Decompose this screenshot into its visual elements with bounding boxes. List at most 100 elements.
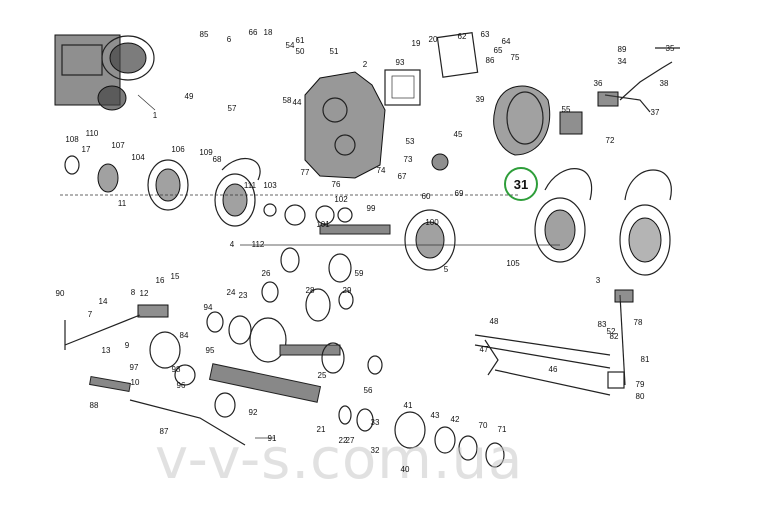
brake-assembly-right: [534, 168, 672, 276]
callout-88: 88: [90, 401, 99, 410]
callout-34: 34: [618, 57, 627, 66]
callout-20: 20: [429, 35, 438, 44]
brake-assembly-left: [64, 155, 306, 227]
callout-92: 92: [249, 408, 258, 417]
callout-36: 36: [594, 79, 603, 88]
callout-82: 82: [610, 332, 619, 341]
callout-32: 32: [371, 446, 380, 455]
callout-22: 22: [339, 436, 348, 445]
callout-3: 3: [596, 276, 601, 285]
callout-66: 66: [249, 28, 258, 37]
callout-35: 35: [666, 44, 675, 53]
countershaft-lower: [208, 342, 505, 468]
callout-18: 18: [264, 28, 273, 37]
callout-16: 16: [156, 276, 165, 285]
callout-106: 106: [171, 145, 185, 154]
callout-108: 108: [65, 135, 79, 144]
callout-54: 54: [286, 41, 295, 50]
callout-81: 81: [641, 355, 650, 364]
callout-71: 71: [498, 425, 507, 434]
callout-50: 50: [296, 47, 305, 56]
callout-47: 47: [480, 345, 489, 354]
callout-42: 42: [451, 415, 460, 424]
center-shaft-and-ring-gear: [60, 153, 560, 271]
callout-48: 48: [490, 317, 499, 326]
callout-55: 55: [562, 105, 571, 114]
callout-27: 27: [346, 436, 355, 445]
callout-70: 70: [479, 421, 488, 430]
callout-96: 96: [177, 381, 186, 390]
callout-67: 67: [398, 172, 407, 181]
callout-28: 28: [306, 286, 315, 295]
callout-84: 84: [180, 331, 189, 340]
callout-51: 51: [330, 47, 339, 56]
callout-101: 101: [316, 220, 330, 229]
callout-107: 107: [111, 141, 125, 150]
callout-37: 37: [651, 108, 660, 117]
callout-9: 9: [125, 341, 130, 350]
callout-11: 11: [118, 199, 127, 208]
highlight-circle: [504, 167, 538, 201]
cover-plate-right: [436, 32, 583, 156]
callout-10: 10: [131, 378, 140, 387]
callout-111: 111: [244, 181, 257, 190]
callout-46: 46: [549, 365, 558, 374]
highlight-marker: 31: [504, 167, 538, 201]
callout-45: 45: [454, 130, 463, 139]
callout-77: 77: [301, 168, 310, 177]
callout-61: 61: [296, 36, 305, 45]
callout-41: 41: [404, 401, 413, 410]
callout-38: 38: [660, 79, 669, 88]
callout-7: 7: [88, 310, 93, 319]
callout-4: 4: [230, 240, 235, 249]
callout-109: 109: [199, 148, 213, 157]
callout-110: 110: [86, 129, 99, 138]
callout-93: 93: [396, 58, 405, 67]
callout-12: 12: [140, 289, 149, 298]
callout-104: 104: [131, 153, 145, 162]
callout-89: 89: [618, 45, 627, 54]
callout-112: 112: [252, 240, 265, 249]
callout-39: 39: [476, 95, 485, 104]
highlight-label: 31: [514, 177, 528, 192]
callout-90: 90: [56, 289, 65, 298]
callout-6: 6: [227, 35, 232, 44]
callout-56: 56: [364, 386, 373, 395]
callout-1: 1: [153, 111, 158, 120]
callout-94: 94: [204, 303, 213, 312]
callout-52: 52: [607, 327, 616, 336]
callout-100: 100: [425, 218, 439, 227]
shift-forks-left: [64, 304, 275, 446]
callout-60: 60: [422, 192, 431, 201]
callout-49: 49: [185, 92, 194, 101]
callout-24: 24: [227, 288, 236, 297]
callout-25: 25: [318, 371, 327, 380]
callout-75: 75: [511, 53, 520, 62]
callout-23: 23: [239, 291, 248, 300]
callout-73: 73: [404, 155, 413, 164]
callout-40: 40: [401, 465, 410, 474]
callout-87: 87: [160, 427, 169, 436]
callout-17: 17: [82, 145, 91, 154]
callout-43: 43: [431, 411, 440, 420]
callout-95: 95: [206, 346, 215, 355]
callout-74: 74: [377, 166, 386, 175]
callout-26: 26: [262, 269, 271, 278]
callout-91: 91: [268, 434, 277, 443]
callout-29: 29: [343, 286, 352, 295]
callout-85: 85: [200, 30, 209, 39]
callout-58: 58: [283, 96, 292, 105]
main-housing: [304, 69, 421, 179]
callout-21: 21: [317, 425, 326, 434]
callout-57: 57: [228, 104, 237, 113]
callout-80: 80: [636, 392, 645, 401]
gearbox-assembly-top-left: [54, 34, 156, 111]
callout-99: 99: [367, 204, 376, 213]
callout-68: 68: [213, 155, 222, 164]
callout-53: 53: [406, 137, 415, 146]
watermark: v-v-s.com.ua: [155, 427, 523, 492]
callout-15: 15: [171, 272, 180, 281]
callout-72: 72: [606, 136, 615, 145]
